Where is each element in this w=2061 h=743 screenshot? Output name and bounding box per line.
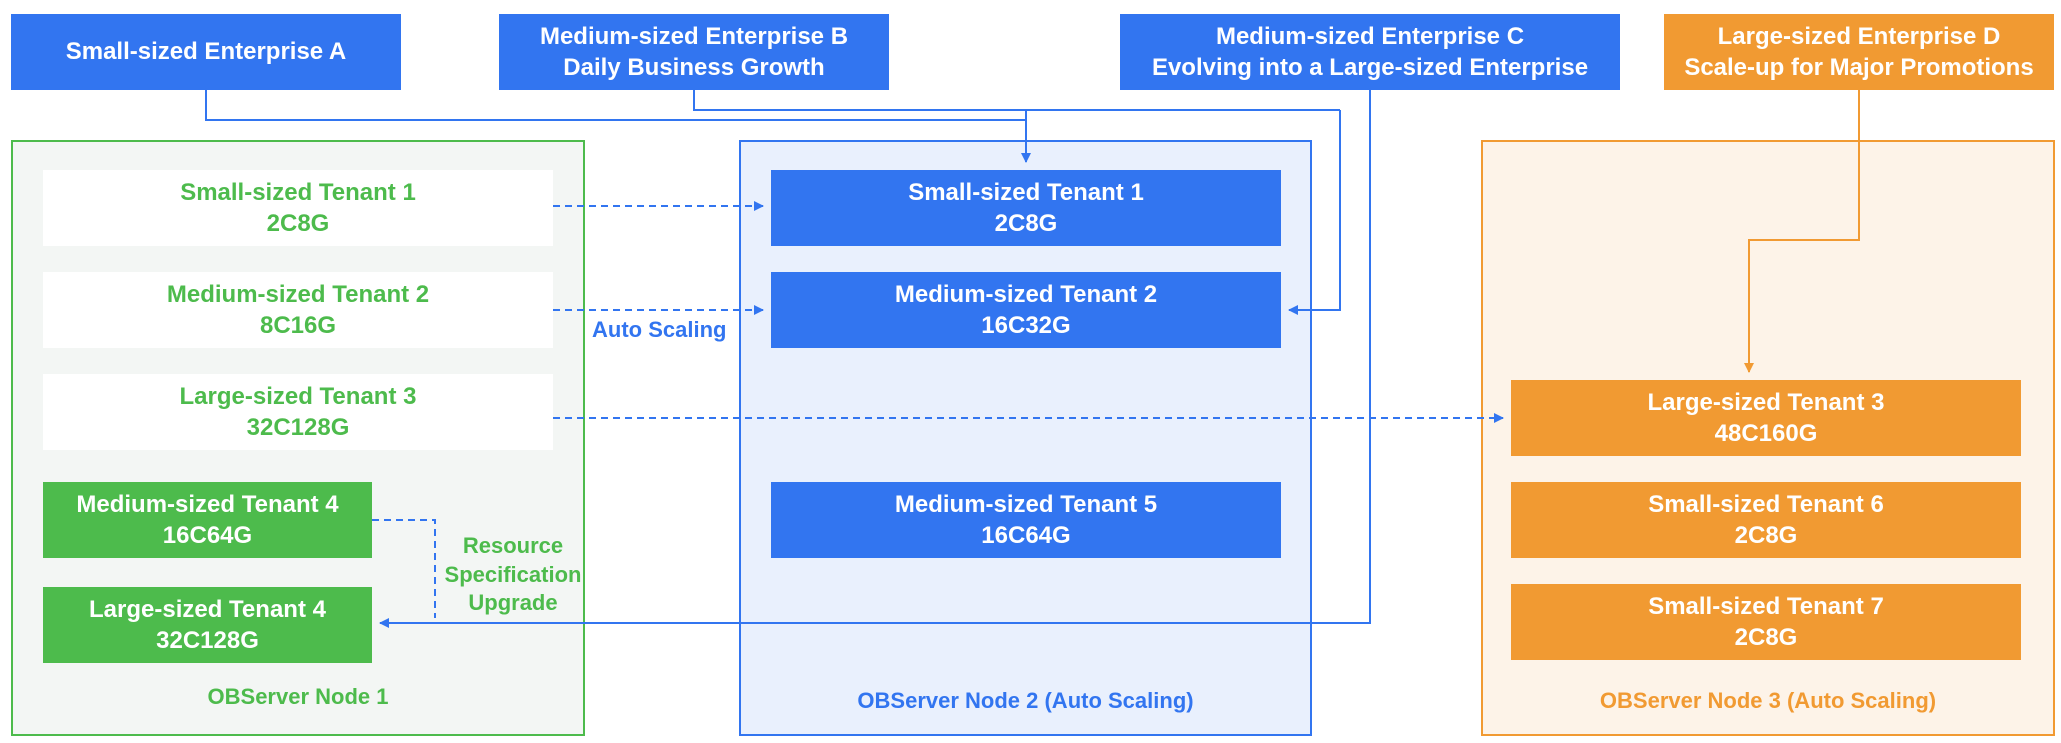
node-3-label: OBServer Node 3 (Auto Scaling) xyxy=(1599,688,1937,713)
resource-upgrade-label: Resource Specification Upgrade xyxy=(438,532,588,618)
node3-tenant-small-7: Small-sized Tenant 7 2C8G xyxy=(1511,584,2021,660)
enterprise-d-subtitle: Scale-up for Major Promotions xyxy=(1684,54,2034,81)
tenant-name: Small-sized Tenant 7 xyxy=(1648,592,1884,620)
node2-tenant-small-1: Small-sized Tenant 1 2C8G xyxy=(771,170,1281,246)
arrow-enterprise-c xyxy=(379,90,1371,628)
enterprise-d-title: Large-sized Enterprise D xyxy=(1717,22,2001,50)
resource-upgrade-line-2: Specification xyxy=(444,561,582,587)
tenant-spec: 16C64G xyxy=(162,522,253,549)
enterprise-b: Medium-sized Enterprise B Daily Business… xyxy=(499,14,889,90)
tenant-spec: 16C32G xyxy=(981,312,1071,339)
tenant-spec: 2C8G xyxy=(994,210,1058,237)
node1-tenant-medium-2: Medium-sized Tenant 2 8C16G xyxy=(43,272,553,348)
node-2-label: OBServer Node 2 (Auto Scaling) xyxy=(857,688,1194,713)
tenant-name: Small-sized Tenant 1 xyxy=(180,178,416,206)
enterprise-b-title: Medium-sized Enterprise B xyxy=(539,22,849,50)
dashed-upgrade xyxy=(372,519,436,618)
tenant-name: Small-sized Tenant 6 xyxy=(1648,490,1884,518)
node3-tenant-large-3: Large-sized Tenant 3 48C160G xyxy=(1511,380,2021,456)
tenant-spec: 2C8G xyxy=(1734,522,1798,549)
enterprise-c-title: Medium-sized Enterprise C xyxy=(1215,22,1525,50)
tenant-spec: 48C160G xyxy=(1714,420,1818,447)
node1-tenant-small-1: Small-sized Tenant 1 2C8G xyxy=(43,170,553,246)
arrow-enterprise-d xyxy=(1744,90,1860,373)
enterprise-d: Large-sized Enterprise D Scale-up for Ma… xyxy=(1664,14,2054,90)
tenant-spec: 2C8G xyxy=(266,210,330,237)
enterprise-b-subtitle: Daily Business Growth xyxy=(563,54,825,81)
arrow-enterprise-b-medium xyxy=(1288,110,1341,315)
tenant-name: Large-sized Tenant 3 xyxy=(1647,388,1885,416)
node1-tenant-medium-4: Medium-sized Tenant 4 16C64G xyxy=(43,482,372,558)
enterprise-a-title: Small-sized Enterprise A xyxy=(65,38,347,66)
node2-tenant-medium-5: Medium-sized Tenant 5 16C64G xyxy=(771,482,1281,558)
tenant-spec: 32C128G xyxy=(156,627,259,654)
tenant-name: Medium-sized Tenant 5 xyxy=(894,490,1158,518)
resource-upgrade-line-1: Resource xyxy=(462,533,564,558)
arrow-enterprise-a xyxy=(205,90,1031,163)
node1-tenant-large-4: Large-sized Tenant 4 32C128G xyxy=(43,587,372,663)
tenant-spec: 16C64G xyxy=(981,522,1071,549)
arrow-enterprise-b xyxy=(693,90,1027,120)
tenant-name: Medium-sized Tenant 2 xyxy=(166,280,430,308)
node2-tenant-medium-2: Medium-sized Tenant 2 16C32G xyxy=(771,272,1281,348)
node3-tenant-small-6: Small-sized Tenant 6 2C8G xyxy=(1511,482,2021,558)
tenant-name: Large-sized Tenant 3 xyxy=(179,382,417,410)
enterprise-c-subtitle: Evolving into a Large-sized Enterprise xyxy=(1151,54,1589,81)
tenant-spec: 2C8G xyxy=(1734,624,1798,651)
enterprise-a: Small-sized Enterprise A xyxy=(11,14,401,90)
node1-tenant-large-3: Large-sized Tenant 3 32C128G xyxy=(43,374,553,450)
resource-upgrade-line-3: Upgrade xyxy=(468,590,558,616)
tenant-spec: 32C128G xyxy=(246,414,350,441)
tenant-spec: 8C16G xyxy=(259,312,337,339)
auto-scaling-label: Auto Scaling xyxy=(592,317,727,342)
node-1-label: OBServer Node 1 xyxy=(207,684,389,709)
tenant-name: Medium-sized Tenant 4 xyxy=(76,490,339,518)
tenant-name: Small-sized Tenant 1 xyxy=(908,178,1144,206)
enterprise-c: Medium-sized Enterprise C Evolving into … xyxy=(1120,14,1620,90)
tenant-name: Large-sized Tenant 4 xyxy=(89,595,326,623)
tenant-name: Medium-sized Tenant 2 xyxy=(894,280,1158,308)
